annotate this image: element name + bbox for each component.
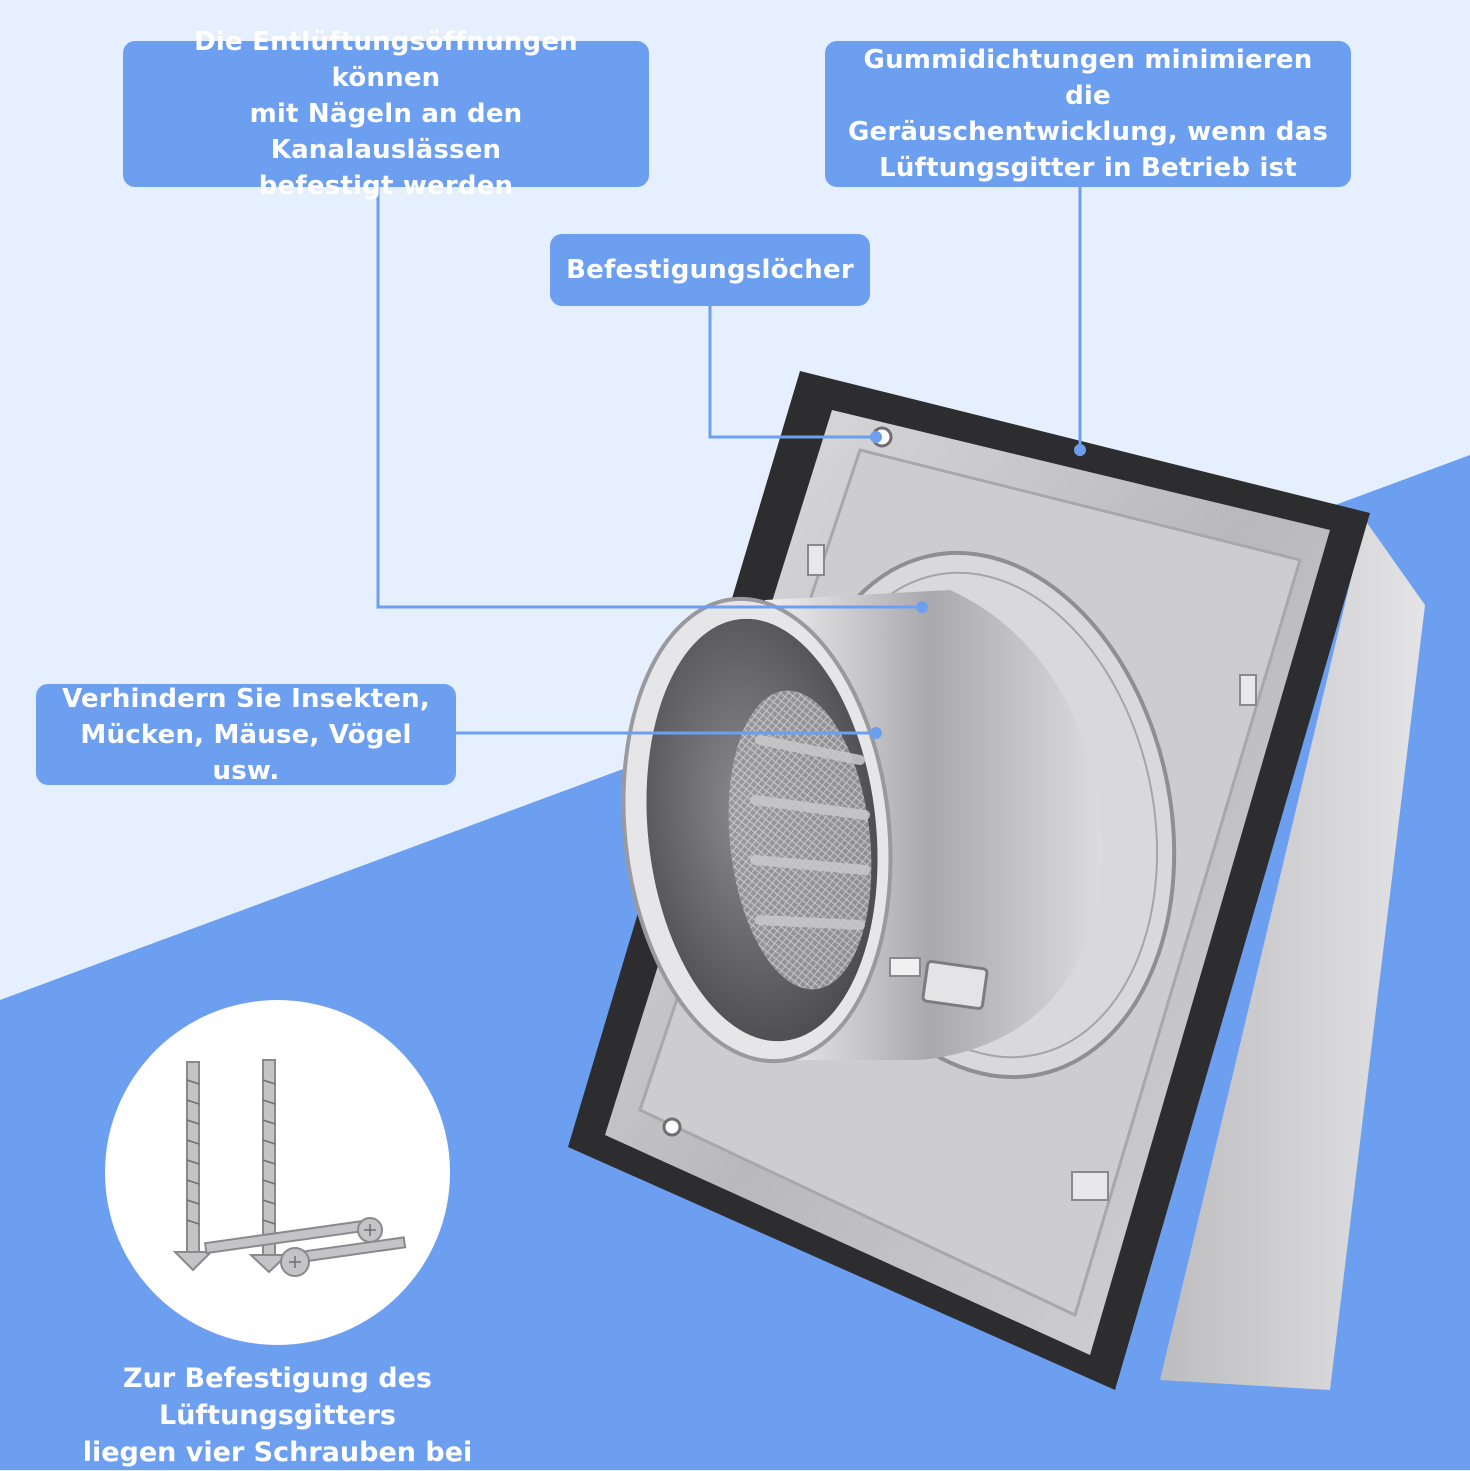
insect-mesh <box>728 690 872 990</box>
callout-insects-line-2: Mücken, Mäuse, Vögel usw. <box>80 719 412 786</box>
leader-line-nails <box>376 187 922 609</box>
clip-right <box>1239 674 1257 706</box>
screws-caption-line-1: Zur Befestigung des Lüftungsgitters <box>123 1363 432 1431</box>
callout-gaskets-line-3: Lüftungsgitter in Betrieb ist <box>879 153 1297 183</box>
clip-left <box>807 544 825 576</box>
screws-caption-line-2: liegen vier Schrauben bei <box>82 1437 473 1468</box>
screws-illustration-circle <box>105 1000 450 1345</box>
callout-nail-mounting: Die Entlüftungsöffnungen können mit Näge… <box>123 27 649 201</box>
clip-bottom <box>1071 1171 1109 1201</box>
latch-tab <box>921 960 989 1010</box>
callout-mounting-holes: Befestigungslöcher <box>550 234 870 306</box>
screws-icon <box>172 1059 407 1277</box>
callout-rubber-gaskets: Gummidichtungen minimieren die Geräusche… <box>825 41 1351 187</box>
latch-tab-small <box>889 957 921 977</box>
leader-dots <box>870 431 1086 739</box>
callout-gaskets-line-2: Geräuschentwicklung, wenn das <box>847 117 1329 147</box>
callout-gaskets-line-1: Gummidichtungen minimieren die <box>863 45 1313 111</box>
callout-nails-line-1: Die Entlüftungsöffnungen können <box>194 27 578 93</box>
louver-slats <box>750 735 870 930</box>
callout-nails-line-3: befestigt werden <box>258 171 514 201</box>
mounting-hole-bottom <box>662 1117 682 1137</box>
vent-side-panel <box>1160 520 1425 1390</box>
leader-lines <box>376 187 1082 735</box>
screws-caption: Zur Befestigung des Lüftungsgitters lieg… <box>10 1360 545 1471</box>
callout-insects-line-1: Verhindern Sie Insekten, <box>62 683 430 714</box>
leader-line-holes <box>708 306 876 439</box>
callout-holes-text: Befestigungslöcher <box>566 255 854 285</box>
callout-insect-protection: Verhindern Sie Insekten, Mücken, Mäuse, … <box>36 683 456 786</box>
callout-nails-line-2: mit Nägeln an den Kanalauslässen <box>249 99 523 165</box>
